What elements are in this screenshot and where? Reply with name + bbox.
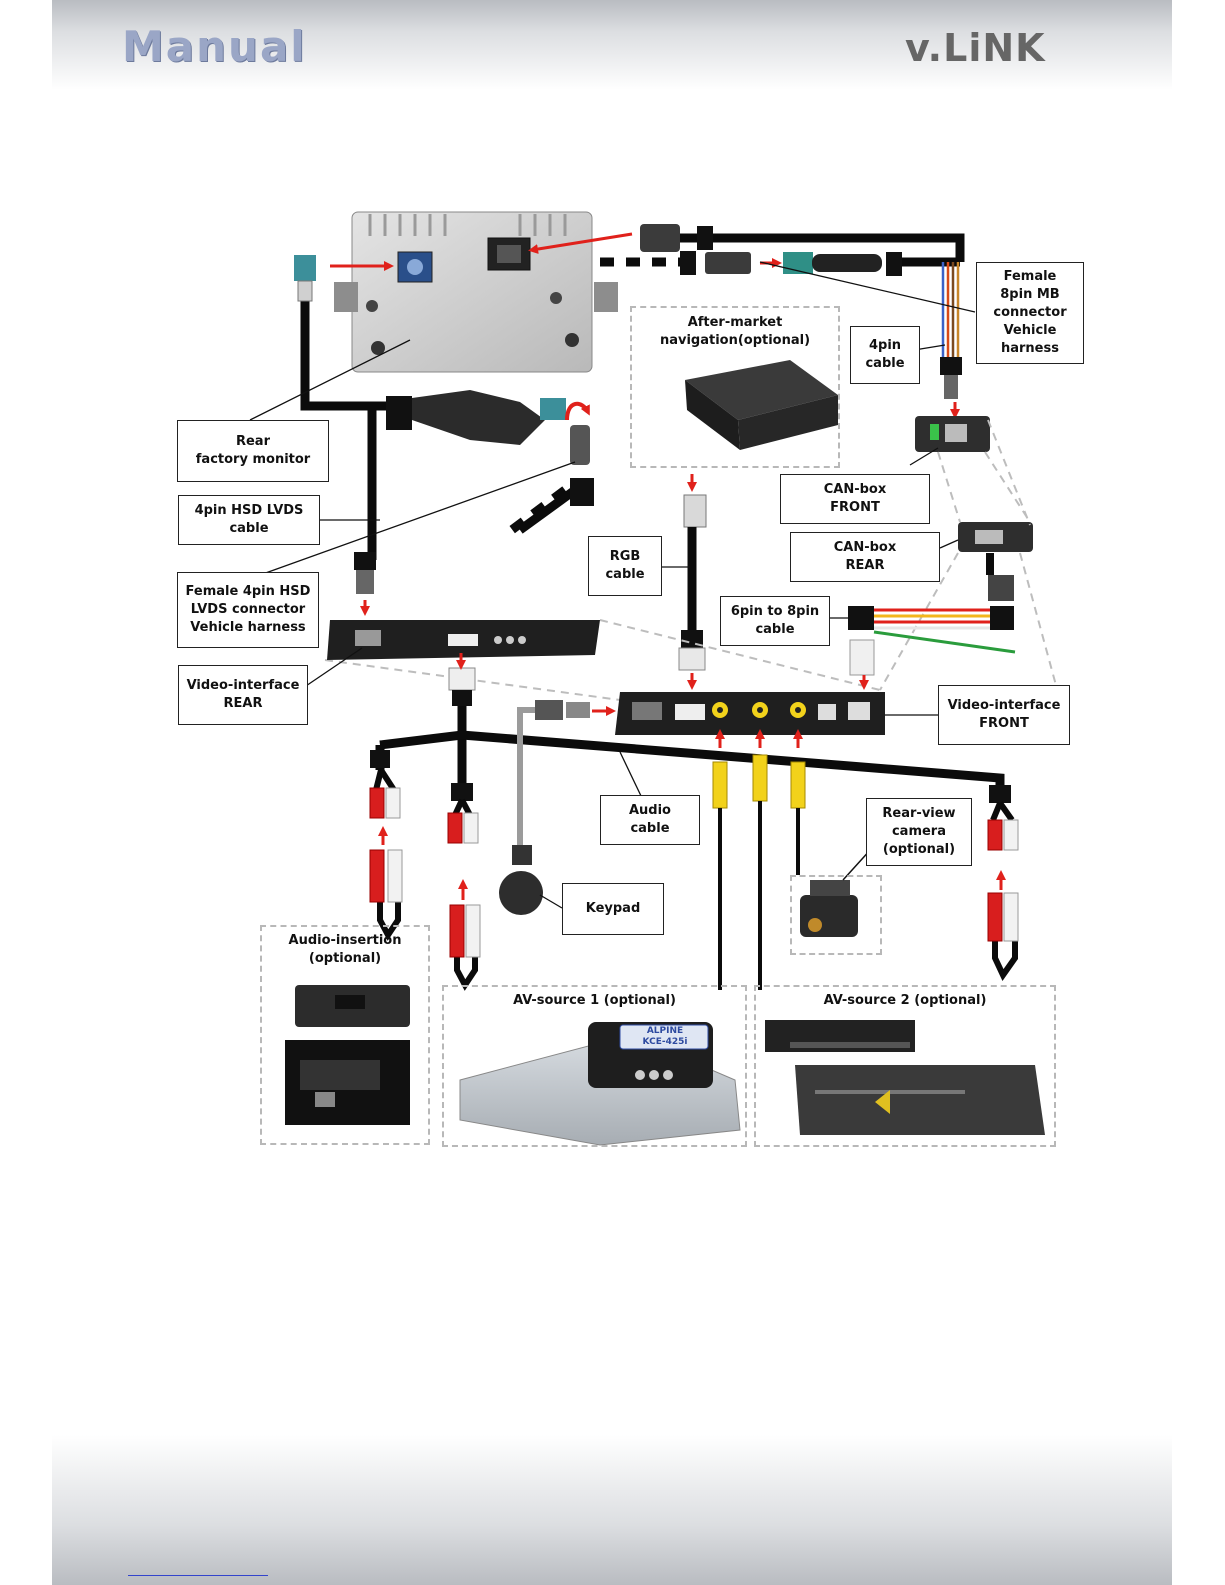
label-video-interface-front: Video-interface FRONT	[938, 685, 1070, 745]
page-footer-band	[52, 1435, 1172, 1585]
label-rear-view-camera: Rear-view camera (optional)	[866, 798, 972, 866]
av-source-2-title: AV-source 2 (optional)	[823, 993, 987, 1008]
page-header-band	[52, 0, 1172, 90]
av-source-1-title: AV-source 1 (optional)	[513, 993, 676, 1008]
label-canbox-front: CAN-box FRONT	[780, 474, 930, 524]
vlink-logo: v.LiNK	[905, 26, 1046, 70]
kce-model-text: KCE-425i	[642, 1037, 688, 1047]
label-video-interface-rear: Video-interface REAR	[178, 665, 308, 725]
label-rear-factory-monitor: Rear factory monitor	[177, 420, 329, 482]
label-canbox-rear: CAN-box REAR	[790, 532, 940, 582]
label-6pin-to-8pin-cable: 6pin to 8pin cable	[720, 596, 830, 646]
rca-plugs	[369, 768, 1019, 991]
audio-insertion-group	[260, 925, 430, 1145]
manual-logo: Manual	[122, 22, 307, 71]
av-source-2-group	[754, 985, 1056, 1147]
footer-link-underline	[128, 1575, 268, 1576]
av-source-1-group	[442, 985, 747, 1147]
label-female-4pin-hsd-connector: Female 4pin HSD LVDS connector Vehicle h…	[177, 572, 319, 648]
aftermarket-navigation-group	[630, 306, 840, 468]
label-keypad: Keypad	[562, 883, 664, 935]
label-4pin-cable: 4pin cable	[850, 326, 920, 384]
label-audio-cable: Audio cable	[600, 795, 700, 845]
label-female-8pin-connector: Female 8pin MB connector Vehicle harness	[976, 262, 1084, 364]
aftermarket-navigation-title: After-market navigation(optional)	[659, 315, 811, 348]
audio-insertion-title: Audio-insertion (optional)	[288, 933, 402, 966]
rear-factory-monitor-unit	[334, 211, 618, 373]
kce-brand-text: ALPINE	[646, 1026, 684, 1036]
rear-view-camera-group	[790, 875, 882, 955]
label-rgb-cable: RGB cable	[588, 536, 662, 596]
label-4pin-hsd-lvds-cable: 4pin HSD LVDS cable	[178, 495, 320, 545]
